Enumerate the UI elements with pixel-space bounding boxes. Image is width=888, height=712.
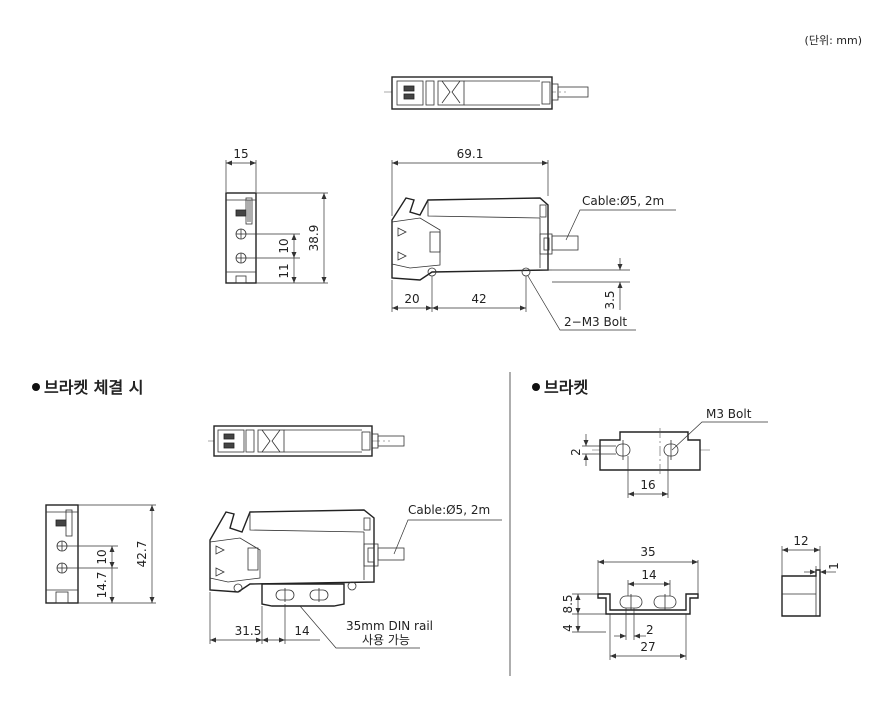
unit-note: (단위: mm) bbox=[805, 34, 862, 47]
side-view-upper: 15 38.9 10 11 bbox=[225, 147, 328, 284]
section-title-bracket: 브라켓 bbox=[544, 378, 588, 397]
top-view-mounted bbox=[208, 425, 405, 457]
bracket-top-view: 2 16 M3 Bolt bbox=[569, 407, 768, 498]
dim-69-1: 69.1 bbox=[457, 147, 484, 161]
front-view-mounted: Cable:Ø5, 2m 31.5 14 35mm DIN rail 사용 가능 bbox=[209, 503, 502, 649]
dim-2-top: 2 bbox=[569, 448, 583, 456]
side-view-mounted: 42.7 10 14.7 bbox=[45, 504, 156, 604]
dim-14-7: 14.7 bbox=[95, 572, 109, 599]
dim-38-9: 38.9 bbox=[307, 225, 321, 252]
din-rail-label-1: 35mm DIN rail bbox=[346, 619, 433, 633]
dim-11: 11 bbox=[277, 263, 291, 278]
dim-8-5: 8.5 bbox=[561, 594, 575, 613]
dim-12: 12 bbox=[793, 534, 808, 548]
front-view-upper: 69.1 Cable:Ø5, 2m 3.5 20 42 2−M3 Bolt bbox=[391, 147, 676, 331]
dim-2-bottom: 2 bbox=[646, 623, 654, 637]
dim-10-mounted: 10 bbox=[95, 549, 109, 564]
section-title-mounted: 브라켓 체결 시 bbox=[44, 378, 143, 397]
dim-20: 20 bbox=[404, 292, 419, 306]
dim-14-mounted: 14 bbox=[294, 624, 309, 638]
dim-10: 10 bbox=[277, 238, 291, 253]
dim-4: 4 bbox=[561, 624, 575, 632]
dim-14-bracket: 14 bbox=[641, 568, 656, 582]
dim-31-5: 31.5 bbox=[235, 624, 262, 638]
dim-35: 35 bbox=[640, 545, 655, 559]
bolt-label: 2−M3 Bolt bbox=[564, 315, 627, 329]
bracket-bolt-label: M3 Bolt bbox=[706, 407, 752, 421]
top-view-upper bbox=[384, 76, 589, 110]
dim-42-7: 42.7 bbox=[135, 541, 149, 568]
din-rail-label-2: 사용 가능 bbox=[362, 633, 410, 647]
cable-label-mounted: Cable:Ø5, 2m bbox=[408, 503, 490, 517]
dim-15: 15 bbox=[233, 147, 248, 161]
dim-27: 27 bbox=[640, 640, 655, 654]
bracket-side-view: 12 1 bbox=[781, 534, 841, 617]
dim-3-5: 3.5 bbox=[603, 290, 617, 309]
dim-16: 16 bbox=[640, 478, 655, 492]
bracket-front-view: 35 14 8.5 4 2 27 bbox=[561, 545, 699, 660]
cable-label: Cable:Ø5, 2m bbox=[582, 194, 664, 208]
dim-1: 1 bbox=[827, 562, 841, 570]
dim-42: 42 bbox=[471, 292, 486, 306]
